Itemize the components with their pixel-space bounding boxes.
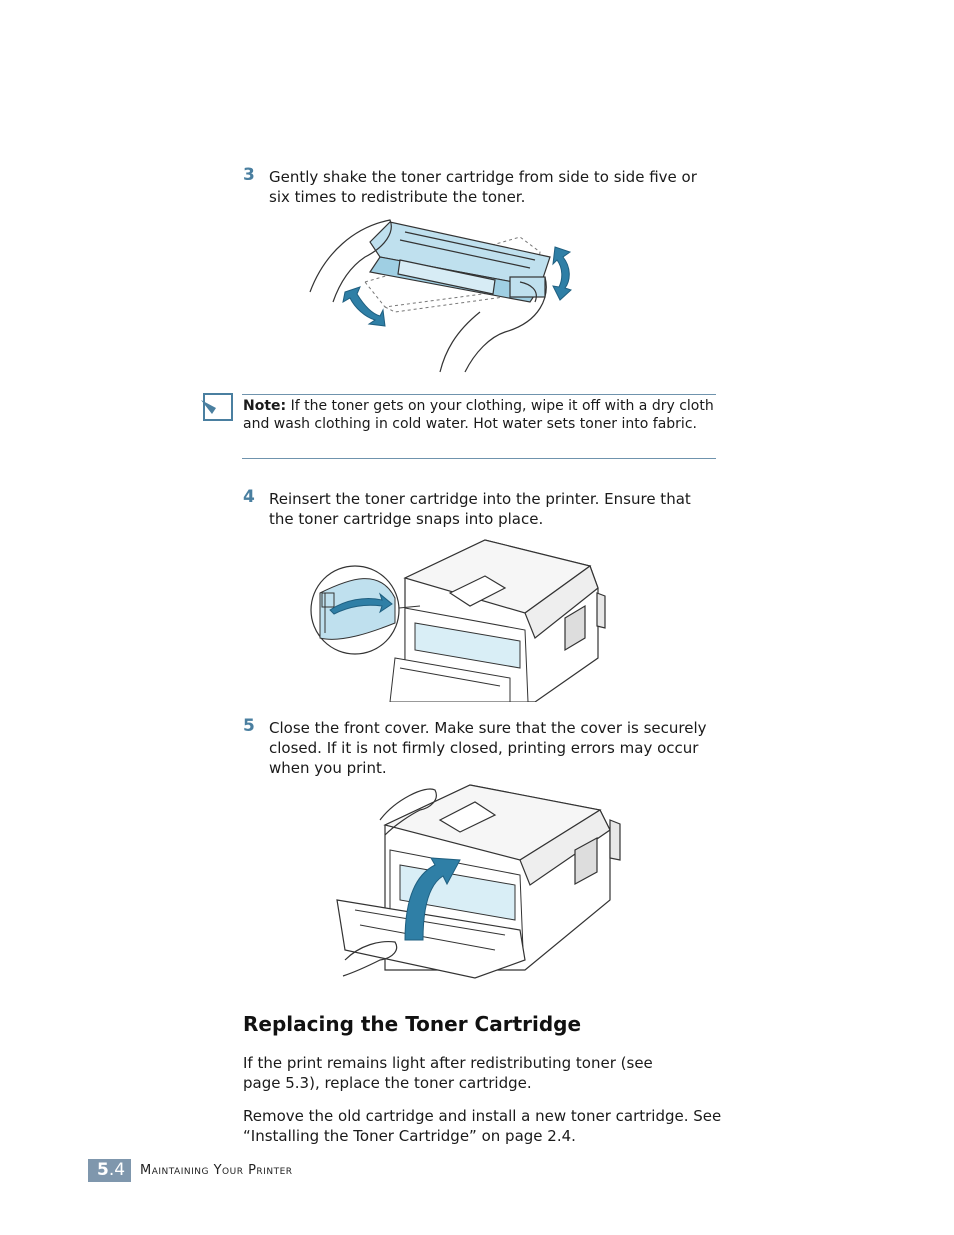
step-4-text: Reinsert the toner cartridge into the pr… — [269, 490, 691, 528]
step-5-number: 5 — [243, 716, 255, 736]
step-4-number: 4 — [243, 487, 255, 507]
reinsert-cartridge-illustration — [310, 539, 606, 702]
footer-chapter-label: Maintaining Your Printer — [140, 1163, 293, 1178]
footer-page-number: 5.4 — [97, 1160, 125, 1180]
checkmark-note-icon — [201, 372, 240, 421]
note-bottom-rule — [242, 458, 716, 459]
note-body: If the toner gets on your clothing, wipe… — [243, 398, 714, 432]
step-3-text: Gently shake the toner cartridge from si… — [269, 168, 697, 206]
footer-page-tab — [88, 1159, 131, 1182]
step-3-number: 3 — [243, 165, 255, 185]
section-title: Replacing the Toner Cartridge — [243, 1012, 582, 1036]
note-text: Note: If the toner gets on your clothing… — [243, 398, 715, 433]
footer-page: .4 — [108, 1160, 126, 1180]
footer-chapter: 5 — [97, 1160, 109, 1180]
note-top-rule — [242, 394, 716, 395]
close-cover-illustration — [336, 784, 621, 979]
section-paragraph-1: If the print remains light after redistr… — [243, 1054, 653, 1092]
shake-cartridge-illustration — [309, 219, 572, 373]
note-label: Note: — [243, 398, 287, 414]
step-5-text: Close the front cover. Make sure that th… — [269, 719, 707, 777]
section-paragraph-2: Remove the old cartridge and install a n… — [243, 1107, 722, 1145]
